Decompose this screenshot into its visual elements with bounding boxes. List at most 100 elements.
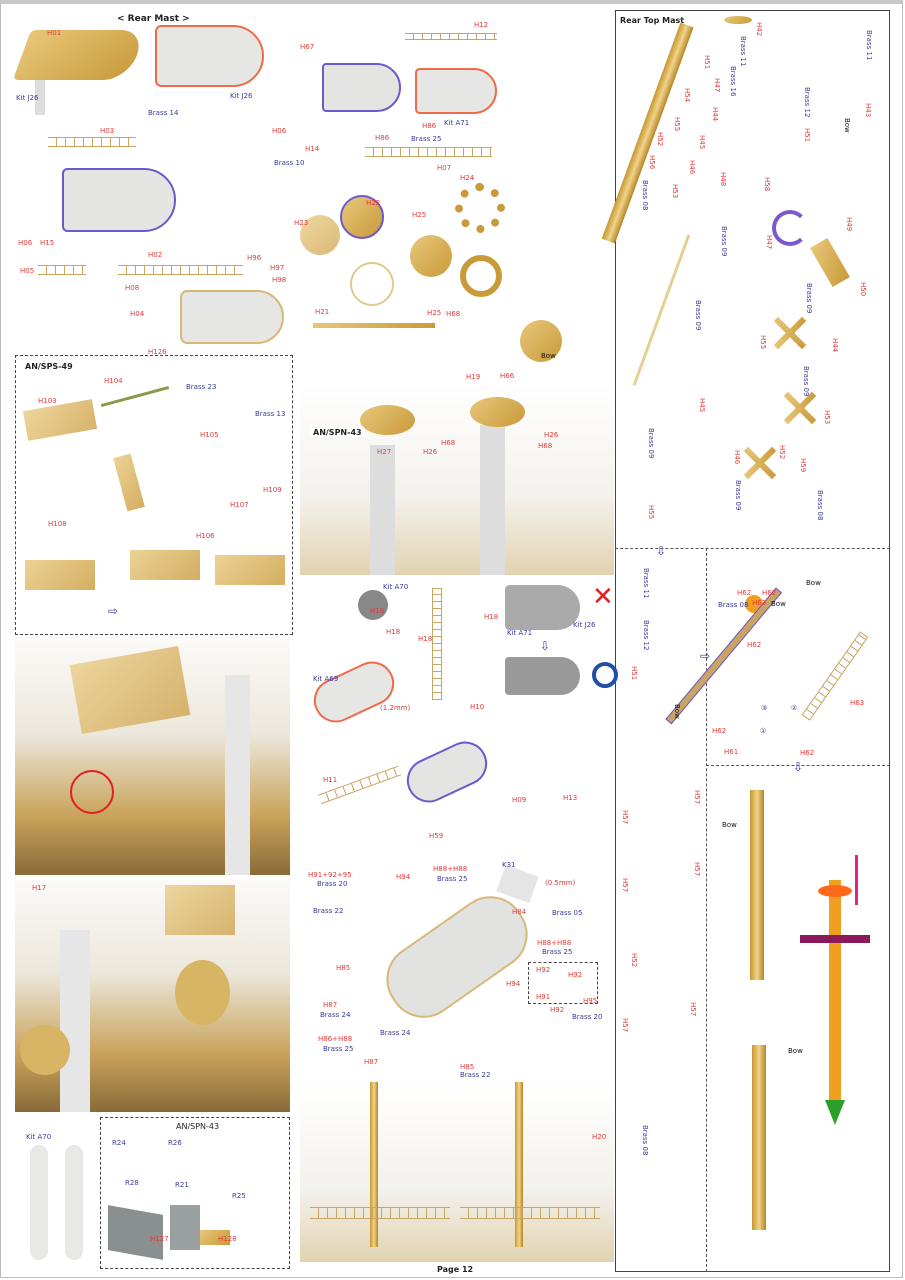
part-label-38: H68 [538,442,553,450]
part-label-88: H55 [673,117,681,132]
ring-assembled [460,255,502,297]
kit-a71-j26-right [505,657,580,695]
part-label-12: H67 [300,43,315,51]
kit-label-9: Kit A71 [507,629,533,637]
direction-label-5: Bow [722,821,737,829]
part-label-7: H04 [130,310,145,318]
part-label-77: H128 [218,1235,237,1243]
sps49-stage [25,560,95,590]
part-label-47: H13 [563,794,578,802]
direction-label-0: Bow [843,118,851,133]
step-marker-0: ① [760,727,767,735]
part-label-95: H53 [671,184,679,199]
part-label-2: H06 [18,239,33,247]
part-label-37: H68 [441,439,456,447]
part-label-44: H10 [470,703,485,711]
part-label-74: H51 [630,666,638,681]
part-label-15: H86 [422,122,437,130]
an-sps-49-box [15,355,293,635]
part-label-102: H47 [765,235,773,250]
part-label-36: H26 [423,448,438,456]
kit-a70-mast [30,1145,48,1260]
part-label-84: H57 [689,1002,697,1017]
kit-label-19: Brass 24 [320,1011,351,1019]
part-label-13: H06 [272,127,287,135]
part-label-46: H09 [512,796,527,804]
part-label-76: H127 [150,1235,169,1243]
diagram-yard [800,935,870,943]
part-label-61: H87 [323,1001,338,1009]
part-label-103: H44 [831,338,839,353]
part-label-26: H66 [500,372,515,380]
kit-label-40: Brass 09 [734,480,742,511]
kit-label-33: Brass 12 [803,87,811,118]
part-label-59: H95 [583,997,598,1005]
kit-label-7: Brass 13 [255,410,286,418]
kit-label-44: Brass 08 [641,1125,649,1156]
part-label-71: H62 [762,589,777,597]
part-label-31: H107 [230,501,249,509]
sps49-done [130,550,200,580]
part-label-23: H25 [427,309,442,317]
part-label-87: H54 [683,88,691,103]
part-label-3: H15 [40,239,55,247]
part-label-32: H109 [263,486,282,494]
next-right-arrow: ⇨ [108,604,119,618]
part-label-110: H55 [647,505,655,520]
h25-disk [410,235,452,277]
part-label-106: H45 [698,398,706,413]
deck-leg [35,80,45,115]
part-label-20: H22 [366,199,381,207]
divider [615,548,890,549]
part-label-55: H94 [506,980,521,988]
an-sps-49-title: AN/SPS-49 [25,362,73,371]
part-label-24: H68 [446,310,461,318]
kit-label-18: Brass 20 [572,1013,603,1021]
dimension-label-1: (0.5mm) [545,879,576,887]
part-label-29: H104 [104,377,123,385]
next-step-arrow: ⇩ [656,544,667,558]
part-label-45: H11 [323,776,338,784]
part-label-18: H12 [474,21,489,29]
part-label-85: H42 [755,22,763,37]
kit-label-37: Brass 09 [694,300,702,331]
part-label-43: H18 [484,613,499,621]
part-label-0: H01 [47,29,62,37]
part-label-48: H59 [429,832,444,840]
part-label-58: H91 [536,993,551,1001]
part-label-49: H91+92+95 [308,871,352,879]
part-label-83: H57 [621,1018,629,1033]
kit-label-36: Brass 09 [805,283,813,314]
kit-label-15: Brass 05 [552,909,583,917]
diagram-disk [818,885,852,897]
kit-a70-mast-modified [65,1145,83,1260]
part-label-16: H86 [375,134,390,142]
rear-mast-photo [15,880,290,1112]
kit-label-29: Brass 08 [718,601,749,609]
part-label-35: H27 [377,448,392,456]
ring [350,262,394,306]
direction-label-1: Bow [541,352,556,360]
kit-label-21: Brass 25 [323,1045,354,1053]
kit-label-5: Brass 10 [274,159,305,167]
part-label-41: H18 [386,628,401,636]
part-label-19: H24 [460,174,475,182]
kit-label-31: Brass 16 [729,66,737,97]
kit-label-34: Brass 11 [865,30,873,61]
kit-label-30: Brass 11 [739,36,747,67]
colored-mast-diagram [829,880,841,1110]
kit-label-3: Kit A71 [444,119,470,127]
an-spn-43-box [100,1117,290,1269]
kit-label-13: Brass 20 [317,880,348,888]
kit-label-8: Kit A70 [383,583,409,591]
part-label-60: H92 [550,1006,565,1014]
mast-photo-2 [752,1045,766,1230]
h24-ring [455,183,505,233]
h07-rail [365,147,492,157]
part-label-33: H108 [48,520,67,528]
kit-label-25: R26 [168,1139,182,1147]
kit-label-11: Kit A69 [313,675,339,683]
wrong-icon: ✕ [592,582,614,612]
part-label-28: H103 [38,397,57,405]
part-label-63: H87 [364,1058,379,1066]
